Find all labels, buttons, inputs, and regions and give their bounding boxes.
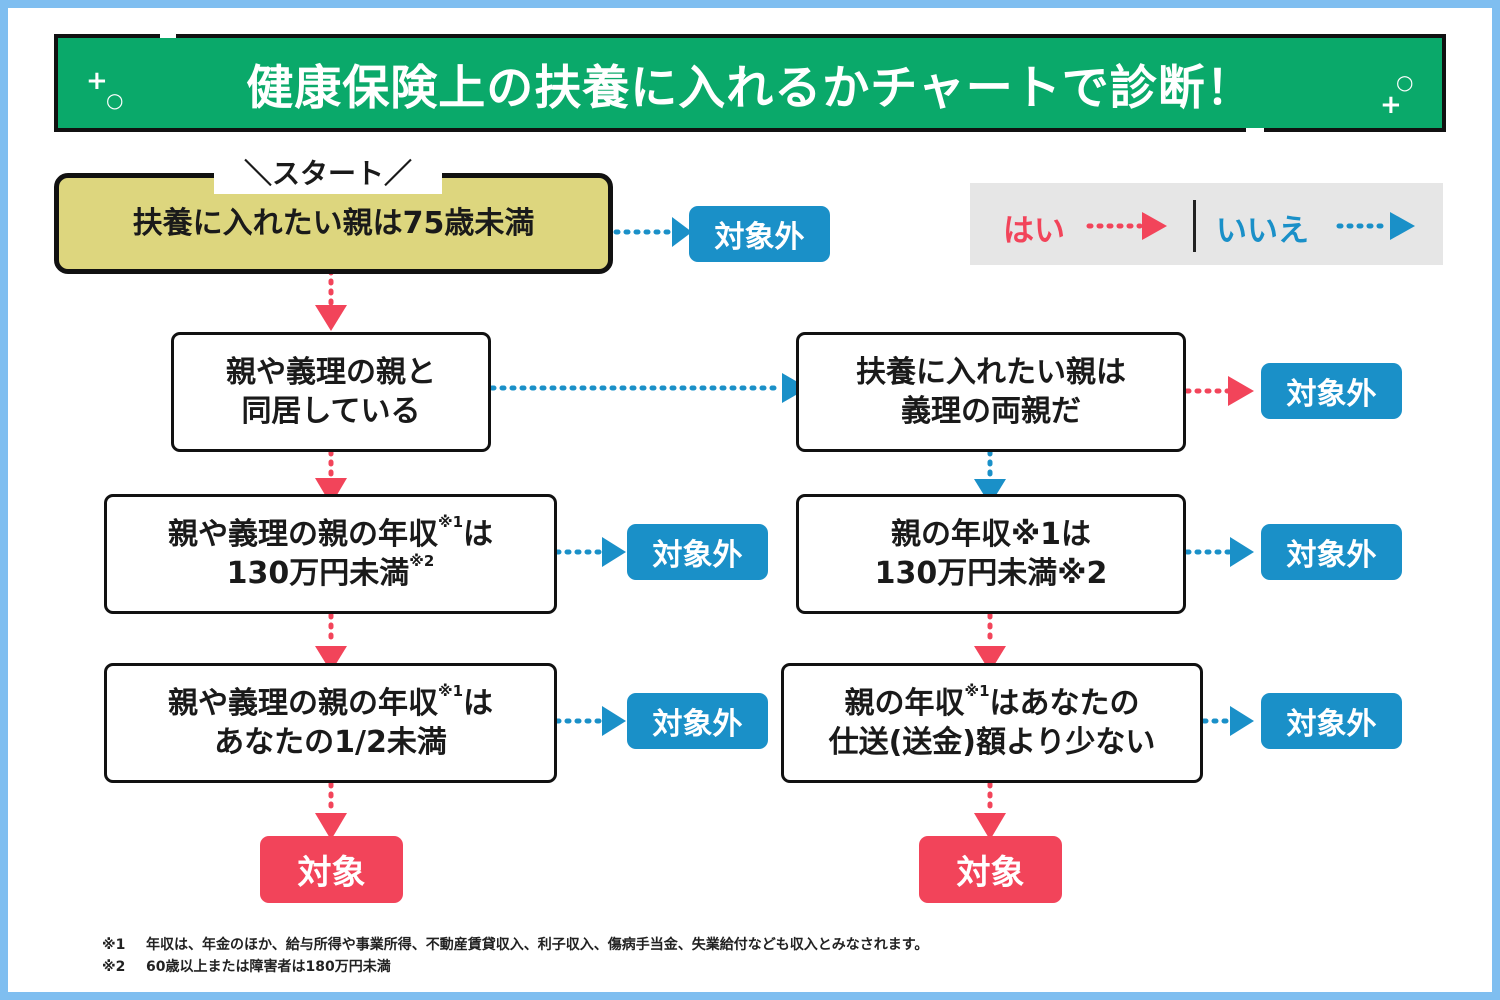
footnote-text: 60歳以上または障害者は180万円未満 — [146, 958, 391, 975]
result-eligible: 対象 — [260, 836, 403, 903]
footnote-row: ※1 年収は、年金のほか、給与所得や事業所得、不動産賃貸収入、利子収入、傷病手当… — [102, 935, 928, 957]
question-support-line1: 親の年収 — [844, 686, 965, 721]
start-node-text: 扶養に入れたい親は75歳未満 — [132, 206, 535, 241]
question-income-left: 親や義理の親の年収※1は 130万円未満※2 — [104, 494, 557, 614]
footnote-row: ※2 60歳以上または障害者は180万円未満 — [102, 957, 928, 979]
footnote-ref: ※1 — [964, 682, 990, 700]
result-excluded: 対象外 — [627, 524, 768, 580]
question-half-income-line2: あなたの1/2未満 — [214, 725, 447, 760]
question-support-line2: 仕送(送金)額より少ない — [828, 725, 1156, 760]
legend-no-label: いいえ — [1216, 213, 1309, 249]
footnote-ref: ※1 — [437, 513, 464, 531]
question-support: 親の年収※1はあなたの 仕送(送金)額より少ない — [781, 663, 1203, 783]
question-cohabit-line2: 同居している — [241, 394, 421, 429]
footnote-mark: ※1 — [102, 937, 126, 953]
question-cohabit-line1: 親や義理の親と — [226, 355, 436, 390]
question-income-left-line1-end: は — [463, 517, 494, 552]
question-support-line1-end: はあなたの — [989, 686, 1140, 721]
result-eligible: 対象 — [919, 836, 1062, 903]
result-excluded: 対象外 — [627, 693, 768, 749]
footnotes: ※1 年収は、年金のほか、給与所得や事業所得、不動産賃貸収入、利子収入、傷病手当… — [102, 935, 928, 978]
page-title: 健康保険上の扶養に入れるかチャートで診断！ — [246, 60, 1254, 116]
sparkle-icon: + — [86, 66, 108, 96]
result-excluded: 対象外 — [1261, 524, 1402, 580]
sparkle-icon: ○ — [106, 88, 124, 112]
legend-divider — [1193, 200, 1196, 252]
sparkle-icon: + — [1380, 90, 1402, 120]
question-income-right: 親の年収※1は 130万円未満※2 — [796, 494, 1186, 614]
legend — [970, 183, 1443, 265]
title-notch — [1246, 128, 1264, 136]
footnote-ref: ※2 — [409, 552, 435, 570]
footnote-ref: ※1 — [437, 682, 464, 700]
question-half-income-line1-end: は — [463, 686, 494, 721]
question-inlaw-line2: 義理の両親だ — [901, 394, 1081, 429]
footnote-text: 年収は、年金のほか、給与所得や事業所得、不動産賃貸収入、利子収入、傷病手当金、失… — [146, 937, 929, 953]
footnote-mark: ※2 — [102, 958, 126, 975]
question-income-right-line1: 親の年収※1は — [890, 517, 1092, 552]
question-half-income: 親や義理の親の年収※1は あなたの1/2未満 — [104, 663, 557, 783]
legend-yes-label: はい — [1003, 213, 1065, 249]
question-inlaw-line1: 扶養に入れたい親は — [856, 355, 1126, 390]
question-income-left-line1: 親や義理の親の年収 — [167, 517, 438, 552]
title-banner: 健康保険上の扶養に入れるかチャートで診断！ — [54, 34, 1446, 132]
question-half-income-line1: 親や義理の親の年収 — [167, 686, 438, 721]
question-income-left-line2: 130万円未満 — [226, 556, 410, 591]
sparkle-icon: ○ — [1396, 70, 1414, 94]
result-excluded: 対象外 — [1261, 363, 1402, 419]
result-excluded: 対象外 — [689, 206, 830, 262]
question-inlaw: 扶養に入れたい親は 義理の両親だ — [796, 332, 1186, 452]
start-label: ＼スタート／ — [214, 150, 442, 194]
result-excluded: 対象外 — [1261, 693, 1402, 749]
question-cohabit: 親や義理の親と 同居している — [171, 332, 491, 452]
question-income-right-line2: 130万円未満※2 — [874, 556, 1108, 591]
title-notch — [160, 28, 176, 38]
